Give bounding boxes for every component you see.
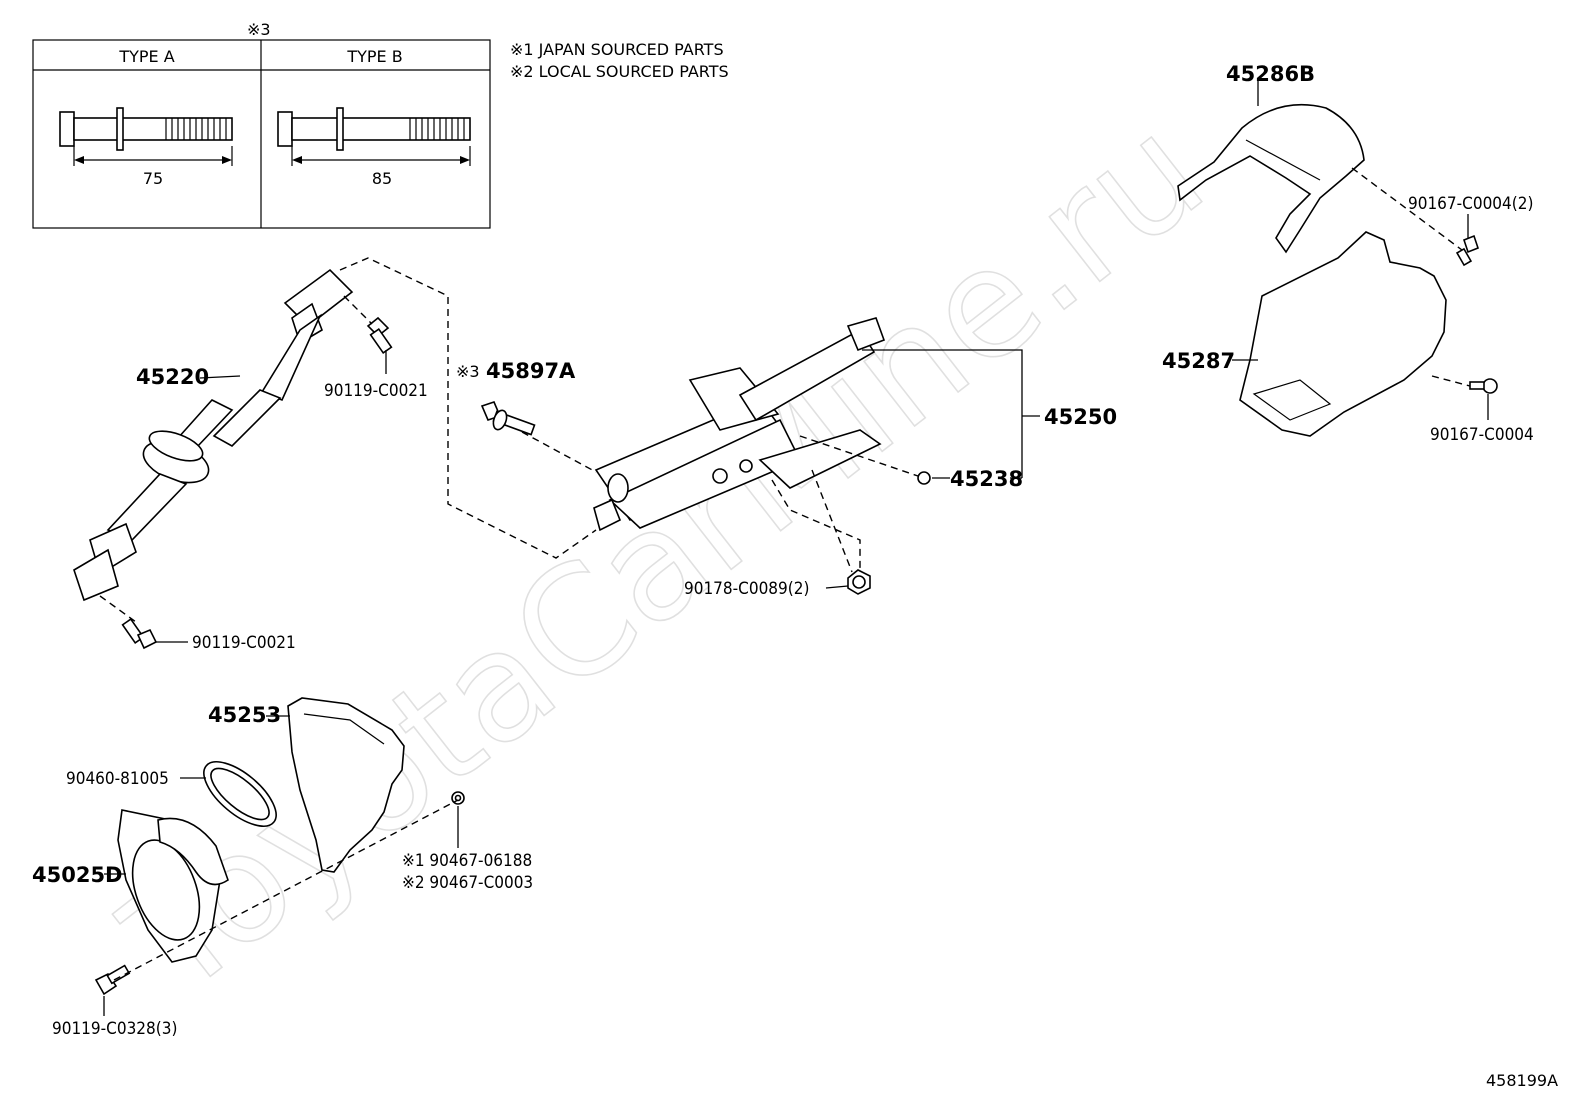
steering-boot-45025d-part[interactable]: [117, 809, 229, 963]
screw-90167-c0004-2-icon[interactable]: [1455, 234, 1479, 267]
label-45238: 45238: [950, 467, 1023, 491]
type-b-length: 85: [372, 169, 392, 188]
leader-lines: [103, 80, 1489, 1016]
screw-90167-c0004-icon[interactable]: [1469, 378, 1498, 394]
note-local-sourced: ※2 LOCAL SOURCED PARTS: [510, 62, 729, 81]
type-a-bolt-icon: [59, 107, 233, 166]
bolt-90119-c0021-bottom-icon[interactable]: [121, 618, 158, 650]
label-90467-06188: ※1 90467-06188: [402, 851, 532, 871]
label-90178-c0089: 90178-C0089(2): [684, 579, 809, 599]
type-a-length: 75: [143, 169, 163, 188]
label-45025d: 45025D: [32, 863, 123, 887]
label-90467-c0003: ※2 90467-C0003: [402, 873, 533, 893]
label-90167-c0004-2: 90167-C0004(2): [1408, 194, 1533, 214]
label-45897a-ref: ※3: [456, 362, 480, 381]
steering-column-part[interactable]: [593, 317, 886, 532]
intermediate-shaft-part[interactable]: [73, 268, 354, 602]
label-90460-81005: 90460-81005: [66, 769, 169, 789]
label-90119-c0328: 90119-C0328(3): [52, 1019, 177, 1039]
note-japan-sourced: ※1 JAPAN SOURCED PARTS: [510, 40, 724, 59]
nut-90178-c0089-icon[interactable]: [847, 569, 871, 595]
dashed-connection-lines: [99, 167, 1471, 981]
lower-column-cover-part[interactable]: [1239, 231, 1447, 437]
upper-column-cover-part[interactable]: [1177, 103, 1365, 254]
type-b-label: TYPE B: [346, 47, 402, 66]
clip-90467-icon[interactable]: [451, 791, 465, 805]
label-90119-c0021-bottom: 90119-C0021: [192, 633, 296, 653]
bolt-type-inset: ※3 TYPE A TYPE B 75: [32, 20, 491, 229]
bolt-45897a-icon[interactable]: [480, 401, 536, 436]
label-45220: 45220: [136, 365, 209, 389]
label-45253: 45253: [208, 703, 281, 727]
diagram-id: 458199A: [1486, 1071, 1558, 1090]
type-a-label: TYPE A: [118, 47, 174, 66]
bolt-45238-icon[interactable]: [917, 471, 931, 485]
label-45287: 45287: [1162, 349, 1235, 373]
label-90167-c0004: 90167-C0004: [1430, 425, 1534, 445]
column-hole-cover-45253-part[interactable]: [287, 697, 405, 873]
label-45250: 45250: [1044, 405, 1117, 429]
bolt-90119-c0328-icon[interactable]: [94, 964, 131, 996]
inset-ref-mark: ※3: [247, 20, 271, 39]
label-45286b: 45286B: [1226, 62, 1315, 86]
type-b-bolt-icon: [277, 107, 471, 166]
label-90119-c0021-top: 90119-C0021: [324, 381, 428, 401]
label-45897a: 45897A: [486, 359, 576, 383]
ring-90460-81005-part[interactable]: [193, 750, 286, 837]
watermark: ToyotaCarMine.ru: [94, 84, 1235, 1028]
bolt-90119-c0021-top-icon[interactable]: [366, 316, 393, 354]
